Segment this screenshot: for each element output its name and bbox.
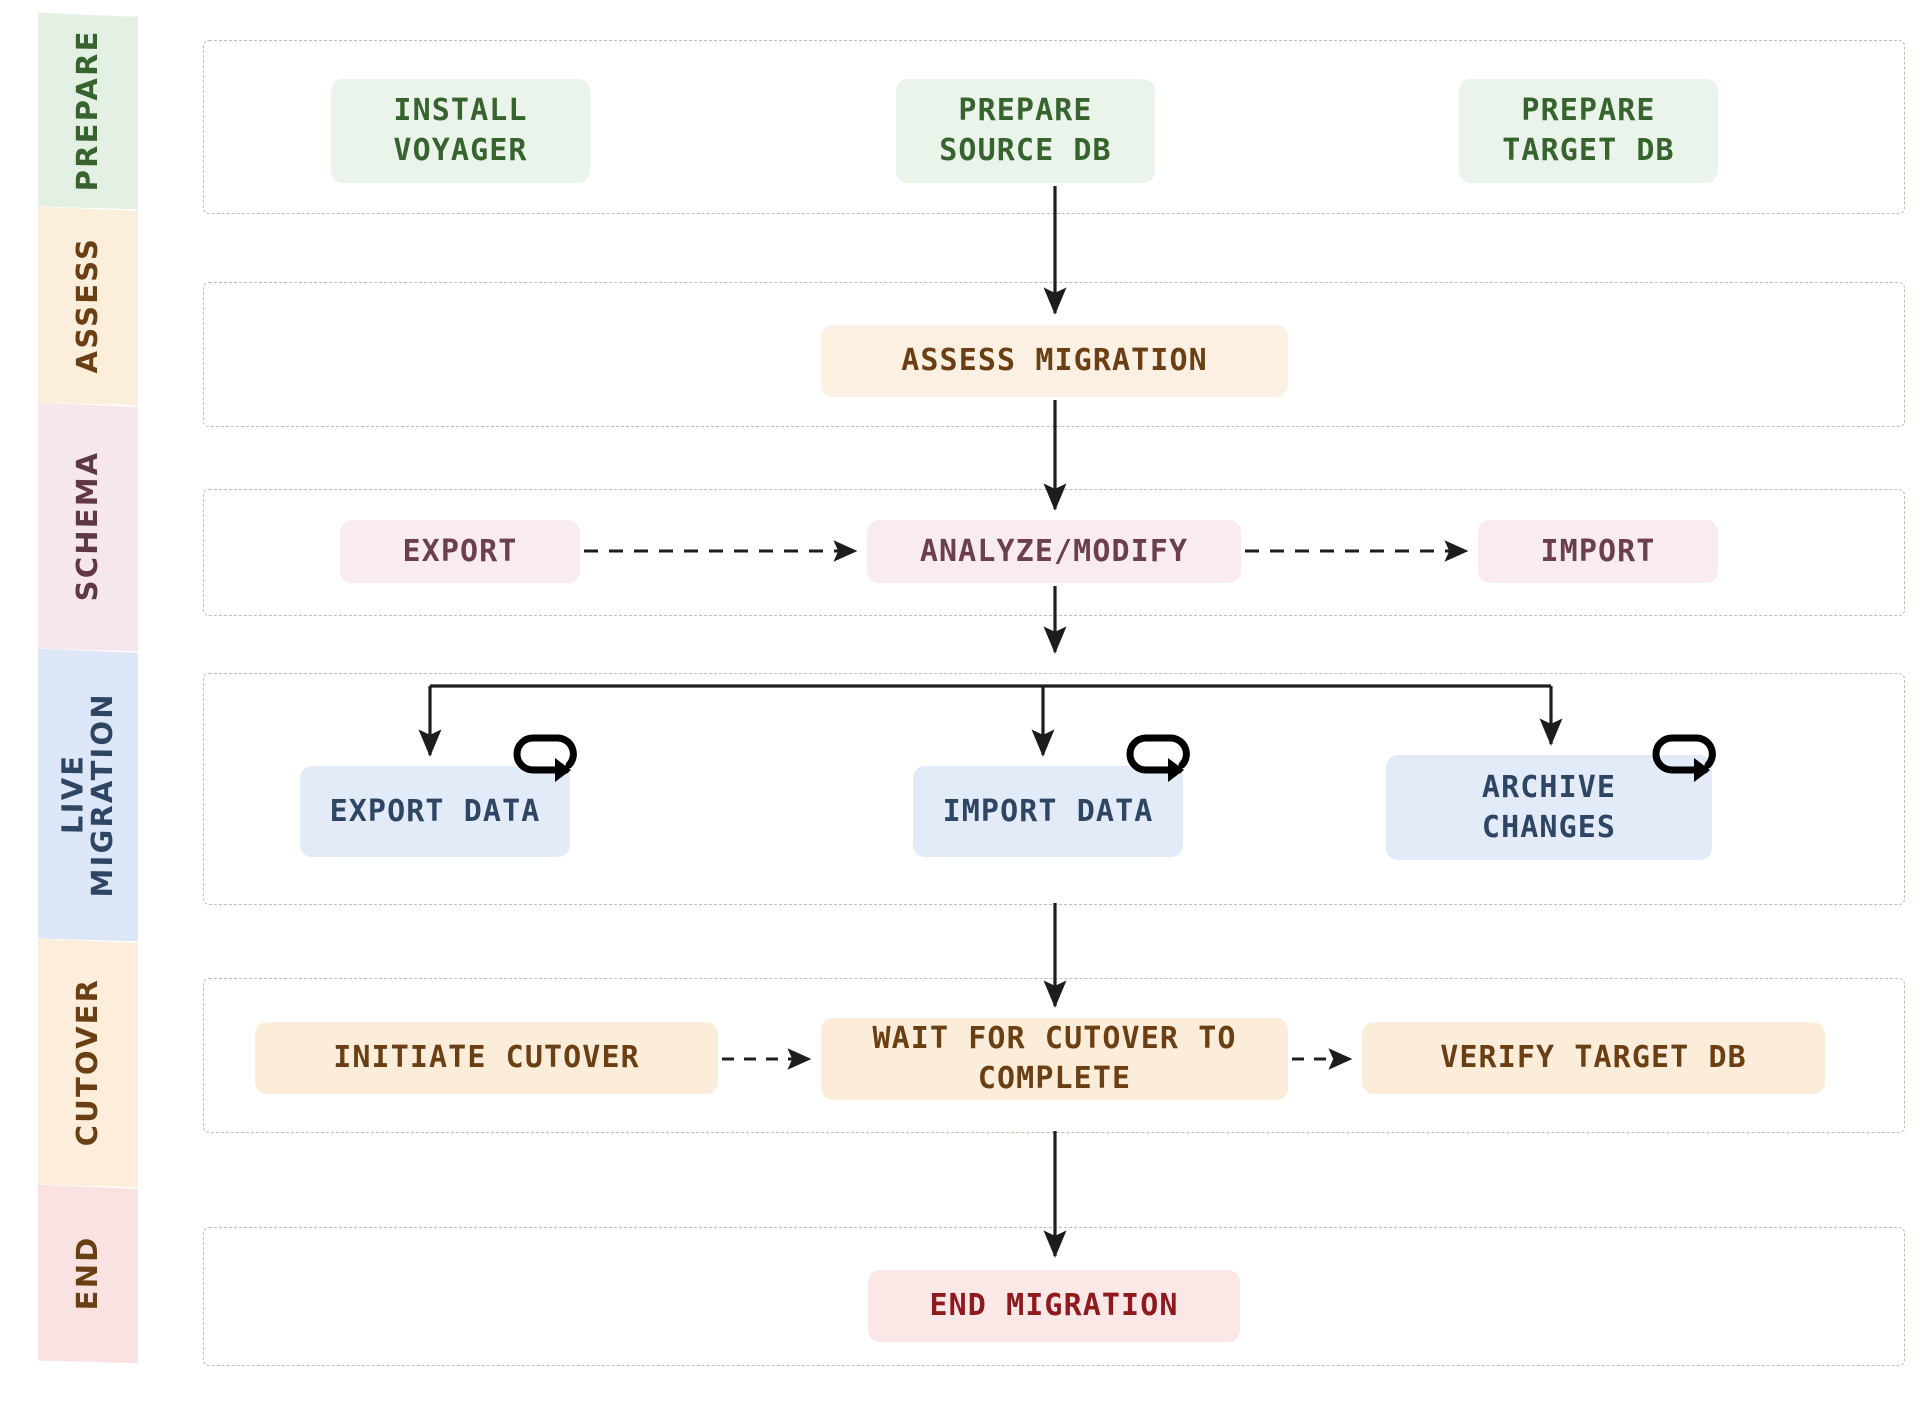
node-schema-export[interactable]: EXPORT [340,520,580,583]
node-assess-migration[interactable]: ASSESS MIGRATION [821,325,1288,397]
phase-strip-assess: ASSESS [38,207,138,404]
phase-strip-bg-schema [38,403,138,652]
phase-strip-prepare: PREPARE [38,13,138,208]
phase-strip-bg-live [38,649,138,942]
loop-icon [1124,726,1202,788]
loop-icon [1650,726,1728,788]
repeat-icon [1126,734,1190,782]
phase-strip-schema: SCHEMA [38,403,138,650]
loop-icon [511,726,589,788]
phase-strip-bg-end [38,1185,138,1364]
repeat-icon [513,734,577,782]
phase-strip-live: LIVE MIGRATION [38,649,138,940]
node-export-data[interactable]: EXPORT DATA [300,766,570,857]
phase-strip-end: END [38,1185,138,1362]
phase-strip-cutover: CUTOVER [38,939,138,1186]
repeat-icon [1652,734,1716,782]
phase-strip-bg-prepare [38,13,138,210]
node-schema-import[interactable]: IMPORT [1478,520,1718,583]
node-archive-changes[interactable]: ARCHIVE CHANGES [1386,755,1712,860]
node-initiate-cutover[interactable]: INITIATE CUTOVER [255,1022,718,1094]
node-install-voyager[interactable]: INSTALL VOYAGER [331,79,590,183]
node-prepare-source-db[interactable]: PREPARE SOURCE DB [896,79,1155,183]
node-prepare-target-db[interactable]: PREPARE TARGET DB [1459,79,1718,183]
phase-strip-bg-cutover [38,939,138,1188]
node-end-migration[interactable]: END MIGRATION [868,1270,1240,1342]
node-wait-for-cutover[interactable]: WAIT FOR CUTOVER TO COMPLETE [821,1018,1288,1100]
phase-strip-bg-assess [38,207,138,406]
node-schema-analyze[interactable]: ANALYZE/MODIFY [867,520,1241,583]
node-import-data[interactable]: IMPORT DATA [913,766,1183,857]
node-verify-target-db[interactable]: VERIFY TARGET DB [1362,1022,1825,1094]
